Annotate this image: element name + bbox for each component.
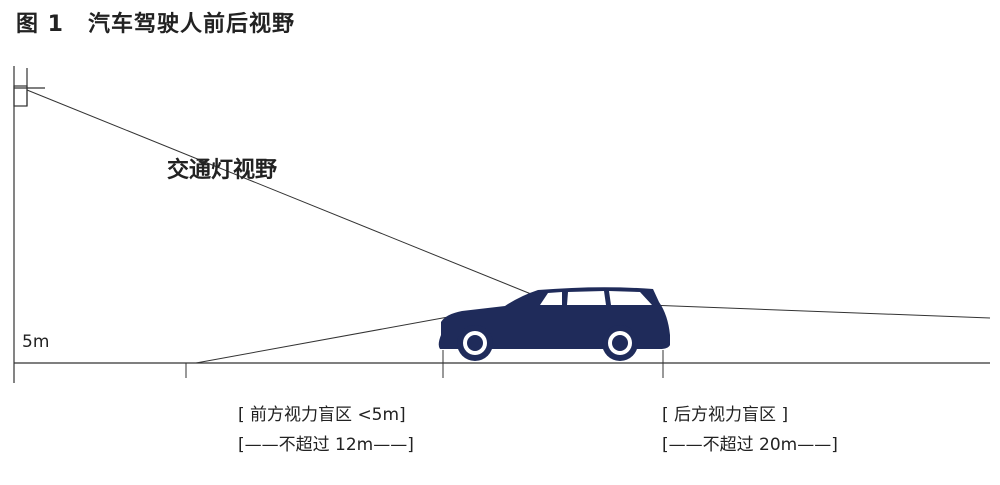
car-wheels: [457, 325, 638, 361]
signal-sightline: [26, 89, 537, 297]
signal-view-label: 交通灯视野: [167, 158, 278, 183]
front-blind-limit: [——不超过 12m——]: [238, 435, 414, 455]
figure-caption: 汽车驾驶人前后视野: [87, 12, 295, 37]
rear-blind-title: [ 后方视力盲区 ]: [662, 405, 789, 425]
front-sightline: [195, 312, 471, 364]
rear-sightline: [647, 304, 991, 319]
front-blind-title: [ 前方视力盲区 <5m]: [238, 405, 406, 425]
height-label: 5m: [22, 332, 50, 352]
traffic-light-icon: [13, 85, 28, 107]
rear-blind-limit: [——不超过 20m——]: [662, 435, 838, 455]
figure-number: 图 1: [16, 12, 64, 37]
car-windows: [540, 291, 652, 305]
figure-title: 图 1 汽车驾驶人前后视野: [16, 6, 295, 38]
